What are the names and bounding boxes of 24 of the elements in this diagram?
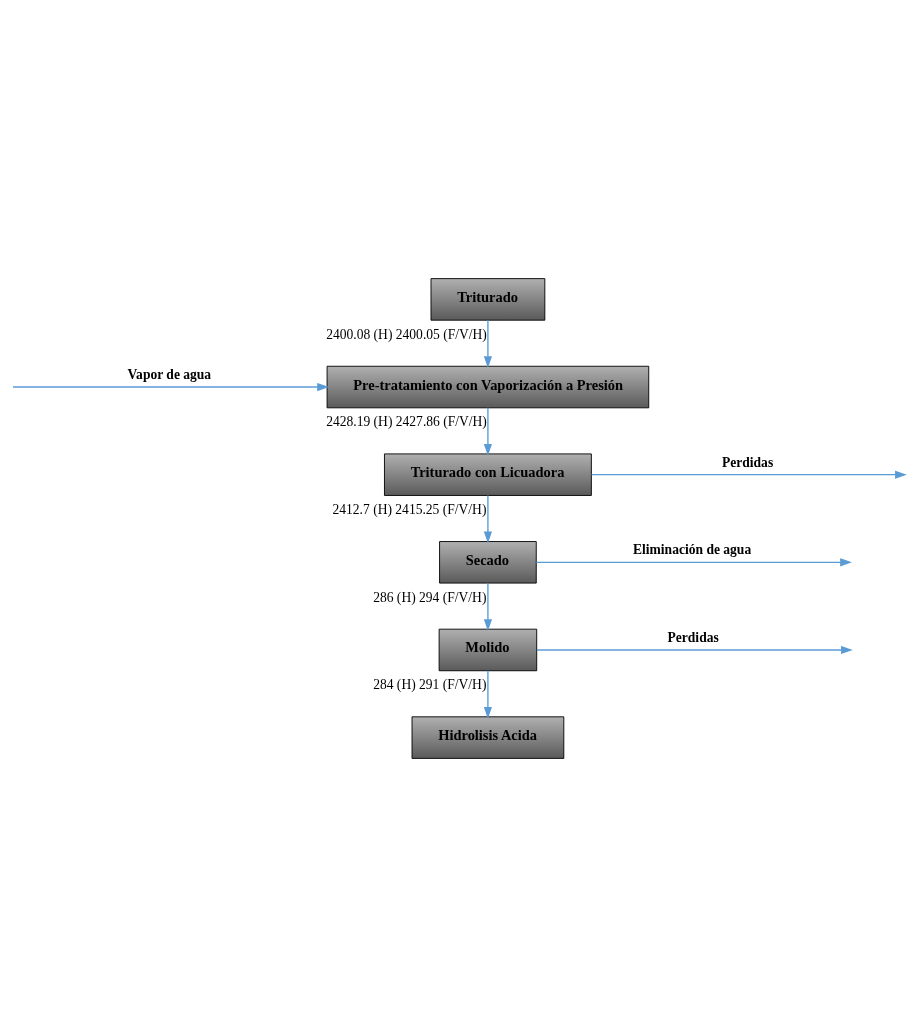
node-box: Secado (439, 540, 537, 584)
edge-label: 286 (H) 294 (F/V/H) (373, 589, 487, 605)
node-box: Triturado (430, 277, 546, 321)
node-box: Hidrolisis Acida (411, 715, 565, 759)
arrow (483, 319, 493, 368)
arrow (483, 581, 493, 631)
edge-label: Perdidas (667, 629, 719, 645)
arrow (590, 470, 907, 479)
node-box: Pre-tratamiento con Vaporización a Presión (326, 365, 650, 408)
arrow (536, 645, 853, 654)
edge-label: 284 (H) 291 (F/V/H) (373, 676, 487, 692)
edge-label: 2428.19 (H) 2427.86 (F/V/H) (326, 413, 487, 429)
node-box: Molido (438, 628, 538, 671)
arrow (483, 669, 493, 719)
edge-label: 2412.7 (H) 2415.25 (F/V/H) (332, 501, 487, 517)
edge-label: Perdidas (721, 454, 774, 470)
edge-label: Eliminación de agua (632, 541, 752, 557)
arrow (12, 382, 329, 391)
arrow (483, 406, 493, 456)
arrow (535, 557, 852, 566)
arrow (483, 494, 493, 543)
edge-label: 2400.08 (H) 2400.05 (F/V/H) (326, 326, 487, 342)
node-box: Triturado con Licuadora (384, 452, 592, 496)
edge-label: Vapor de agua (127, 366, 212, 382)
